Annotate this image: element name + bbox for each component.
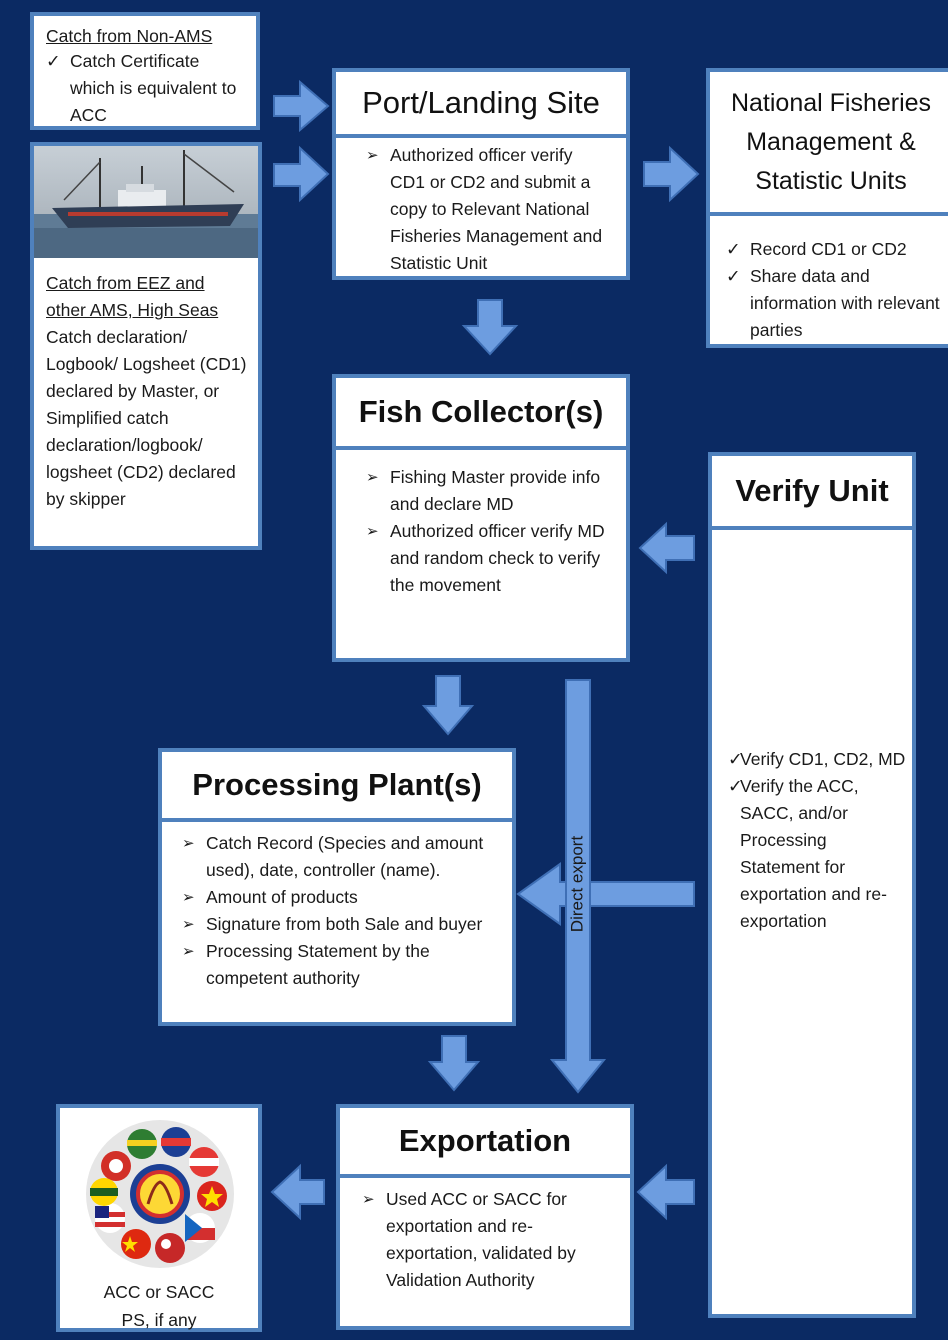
nfm-box: National Fisheries Management & Statisti… [706,68,948,348]
export-item: Used ACC or SACC for exportation and re-… [362,1186,616,1294]
arrow-port-to-collector [461,299,519,356]
collector-title-bar: Fish Collector(s) [336,378,626,450]
eez-heading-line2: other AMS, High Seas [46,300,219,320]
eez-description: Catch declaration/ Logbook/ Logsheet (CD… [46,327,247,509]
processing-plant-box: Processing Plant(s) Catch Record (Specie… [158,748,516,1026]
plant-item: Amount of products [182,884,500,911]
fishing-vessel-image [34,146,258,258]
plant-item: Processing Statement by the competent au… [182,938,500,992]
arrow-eez-to-port [273,145,330,203]
eez-text-block: Catch from EEZ and other AMS, High Seas … [46,270,256,513]
collector-item: Fishing Master provide info and declare … [366,464,612,518]
arrow-plant-to-export [427,1035,481,1092]
nfm-title: National Fisheries Management & Statisti… [730,88,932,195]
arrow-verify-to-collector [638,521,695,575]
nfm-list: Record CD1 or CD2 Share data and informa… [726,236,942,344]
verify-item: Verify CD1, CD2, MD [728,746,906,773]
verify-unit-box: Verify Unit Verify CD1, CD2, MD Verify t… [708,452,916,1318]
non-ams-heading: Catch from Non-AMS [46,26,213,46]
arrow-verify-to-plant [516,862,695,926]
arrow-direct-export [549,679,607,1094]
direct-export-label: Direct export [567,836,586,933]
export-title: Exportation [398,1123,572,1158]
port-landing-box: Port/Landing Site Authorized officer ver… [332,68,630,280]
verify-list: Verify CD1, CD2, MD Verify the ACC, SACC… [728,746,906,935]
asean-flags-emblem [80,1114,240,1274]
plant-title: Processing Plant(s) [192,767,482,802]
plant-title-bar: Processing Plant(s) [162,752,512,822]
arrow-verify-to-export [636,1163,695,1221]
plant-item: Signature from both Sale and buyer [182,911,500,938]
acc-box: ACC or SACC PS, if any [56,1104,262,1332]
acc-line2: PS, if any [121,1310,197,1330]
fish-collector-box: Fish Collector(s) Fishing Master provide… [332,374,630,662]
verify-item: Verify the ACC, SACC, and/or Processing … [728,773,906,935]
port-item: Authorized officer verify CD1 or CD2 and… [366,142,612,277]
non-ams-item: Catch Certificate which is equivalent to… [46,48,244,129]
eez-box: Catch from EEZ and other AMS, High Seas … [30,142,262,550]
non-ams-box: Catch from Non-AMS Catch Certificate whi… [30,12,260,130]
arrow-collector-to-plant [421,675,475,736]
collector-list: Fishing Master provide info and declare … [366,464,612,599]
nfm-item: Share data and information with relevant… [726,263,942,344]
arrow-port-to-nfm [643,145,700,203]
export-list: Used ACC or SACC for exportation and re-… [362,1186,616,1294]
non-ams-list: Catch Certificate which is equivalent to… [46,48,244,129]
plant-list: Catch Record (Species and amount used), … [182,830,500,992]
asean-flags-image [86,1120,234,1268]
acc-caption: ACC or SACC PS, if any [60,1278,258,1334]
port-title-bar: Port/Landing Site [336,72,626,138]
fishing-vessel-photo [34,146,258,258]
export-title-bar: Exportation [340,1108,630,1178]
collector-item: Authorized officer verify MD and random … [366,518,612,599]
exportation-box: Exportation Used ACC or SACC for exporta… [336,1104,634,1330]
port-list: Authorized officer verify CD1 or CD2 and… [366,142,612,277]
plant-item: Catch Record (Species and amount used), … [182,830,500,884]
arrow-non-ams-to-port [273,79,330,133]
eez-heading-line1: Catch from EEZ and [46,273,205,293]
verify-title-bar: Verify Unit [712,456,912,530]
verify-title: Verify Unit [735,473,889,508]
nfm-item: Record CD1 or CD2 [726,236,942,263]
port-title: Port/Landing Site [362,85,600,120]
nfm-title-bar: National Fisheries Management & Statisti… [710,72,948,216]
collector-title: Fish Collector(s) [358,394,604,429]
acc-line1: ACC or SACC [103,1282,215,1302]
arrow-export-to-acc [270,1163,325,1221]
